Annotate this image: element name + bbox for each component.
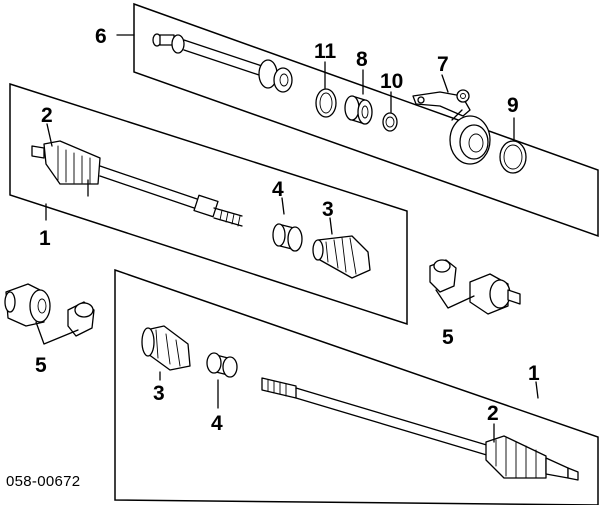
lower-boot: [141, 325, 191, 371]
bottom-panel: 3 4 1 2: [114, 268, 599, 505]
right-joint-set: 5: [429, 259, 521, 349]
callout-5-right: 5: [442, 326, 454, 349]
callout-1-upper: 1: [39, 227, 51, 250]
callout-8: 8: [356, 48, 368, 71]
callout-7: 7: [437, 53, 449, 76]
top-panel: 6 11 8 10 7 9: [95, 2, 599, 238]
inner-boot: [312, 235, 371, 279]
lower-ring: [206, 352, 238, 378]
callout-11: 11: [314, 40, 337, 63]
callout-4-upper: 4: [272, 178, 284, 201]
left-joint-set: 5: [4, 283, 95, 377]
callout-6: 6: [95, 25, 107, 48]
callout-4-lower: 4: [211, 412, 223, 435]
circlip: [382, 112, 398, 132]
intermediate-shaft: [152, 33, 293, 93]
inner-ring: [272, 223, 303, 252]
callout-2-lower: 2: [487, 402, 499, 425]
callout-3-upper: 3: [322, 198, 334, 221]
support-bracket: [412, 89, 491, 165]
figure-code: 058-00672: [6, 473, 80, 490]
bearing: [344, 95, 373, 125]
drive-axle: [31, 140, 243, 227]
middle-panel: 2 1 4 3: [9, 82, 408, 326]
callout-5-left: 5: [35, 354, 47, 377]
callout-3-lower: 3: [153, 382, 165, 405]
lower-axle: [261, 377, 579, 481]
callout-10: 10: [380, 70, 403, 93]
callout-1-lower: 1: [528, 362, 540, 385]
callout-9: 9: [507, 94, 519, 117]
callout-2-upper: 2: [41, 104, 53, 127]
seal-ring: [315, 88, 337, 118]
